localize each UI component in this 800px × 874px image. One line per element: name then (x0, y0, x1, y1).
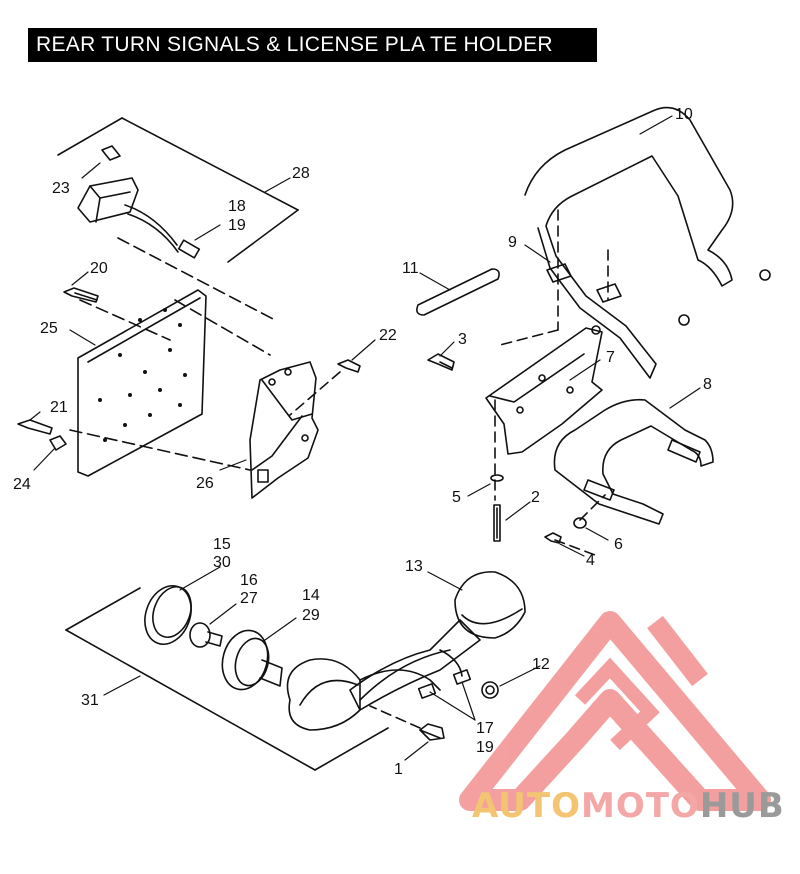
callout-6: 6 (614, 536, 623, 553)
washer-6 (573, 517, 587, 529)
callout-11: 11 (402, 260, 419, 277)
callout-20: 20 (90, 260, 108, 277)
callout-3: 3 (458, 331, 467, 348)
marker-lamp-assembly (77, 145, 201, 259)
callout-2: 2 (531, 489, 540, 506)
callout-4: 4 (586, 552, 595, 569)
clip-9a (546, 263, 572, 283)
turn-signal-lamp-13 (454, 571, 526, 639)
lens-15 (144, 585, 192, 645)
lamp-housing-14 (221, 629, 283, 691)
washer-5 (490, 474, 504, 482)
group-bracket-31 (65, 587, 389, 771)
callout-21: 21 (50, 399, 68, 416)
callout-27: 27 (240, 590, 258, 607)
nut-12 (481, 681, 499, 699)
dashed-leaders-center (494, 209, 609, 556)
rail-8 (553, 398, 714, 525)
signal-bar (349, 619, 481, 711)
screw-20 (63, 287, 99, 303)
callout-25: 25 (40, 320, 58, 337)
wiring-connectors-17 (359, 649, 472, 699)
callout-19-upper: 19 (228, 217, 246, 234)
license-plate-25 (77, 289, 207, 477)
callout-10: 10 (675, 106, 693, 123)
callout-13: 13 (405, 558, 423, 575)
callout-29: 29 (302, 607, 320, 624)
callout-16: 16 (240, 572, 258, 589)
plate-holes (98, 308, 187, 442)
dashed-leaders-upper-left (69, 237, 276, 471)
callout-17: 17 (476, 720, 494, 737)
screw-22 (337, 359, 361, 373)
reflector-strip-11 (416, 268, 500, 316)
watermark-text-hub: HUB (699, 786, 785, 826)
callout-22: 22 (379, 327, 397, 344)
nut-24 (49, 435, 67, 451)
bracket-7 (485, 325, 603, 455)
callout-1: 1 (394, 761, 403, 778)
screw-21 (17, 419, 53, 435)
dashed-leader-bolt-1 (369, 705, 421, 729)
plate-bracket-26 (249, 361, 319, 499)
bolt-1 (419, 723, 445, 741)
rail-10 (524, 106, 771, 379)
callout-12: 12 (532, 656, 550, 673)
callout-leaders (29, 115, 701, 761)
turn-signal-lamp-left (286, 658, 361, 731)
callout-30: 30 (213, 554, 231, 571)
callout-8: 8 (703, 376, 712, 393)
callout-26: 26 (196, 475, 214, 492)
diagram-title: REAR TURN SIGNALS & LICENSE PLA TE HOLDE… (28, 28, 597, 62)
watermark-text-moto: MOTO (580, 786, 700, 826)
watermark-logo-shape (459, 611, 771, 811)
callout-5: 5 (452, 489, 461, 506)
bolt-3 (427, 353, 455, 371)
bolt-2 (493, 504, 501, 542)
callout-19-lower: 19 (476, 739, 494, 756)
callout-31: 31 (81, 692, 99, 709)
clip-9b (596, 283, 622, 303)
callout-18: 18 (228, 198, 246, 215)
callout-24: 24 (13, 476, 31, 493)
group-bracket-28 (57, 117, 299, 263)
watermark-text: AUTOMOTOHUB (472, 786, 785, 830)
callout-labels: 1 2 3 4 5 6 7 8 9 10 11 12 13 14 29 15 3… (13, 106, 712, 778)
callout-9: 9 (508, 234, 517, 251)
watermark-text-auto: AUTO (472, 786, 581, 826)
callout-14: 14 (302, 587, 320, 604)
bulb-16 (189, 622, 223, 648)
callout-28: 28 (292, 165, 310, 182)
callout-7: 7 (606, 349, 615, 366)
callout-23: 23 (52, 180, 70, 197)
callout-15: 15 (213, 536, 231, 553)
dashed-leader-22 (289, 371, 341, 416)
screw-4 (544, 532, 562, 544)
